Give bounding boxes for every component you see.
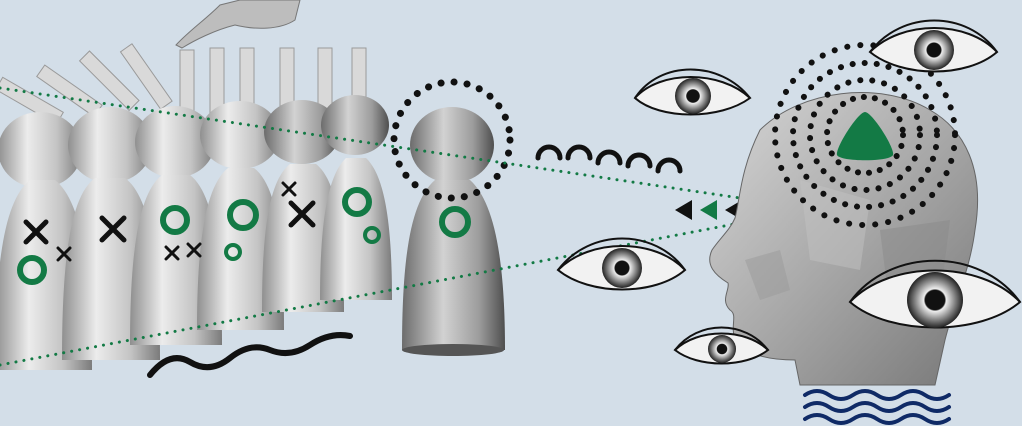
pointing-hand bbox=[175, 0, 301, 49]
circle-mark bbox=[363, 226, 381, 244]
eye-illustration bbox=[673, 326, 770, 365]
eye-illustration bbox=[868, 19, 999, 73]
eye-illustration bbox=[633, 68, 752, 116]
cross-mark bbox=[281, 181, 297, 197]
peg-figures-row bbox=[0, 95, 505, 370]
circle-mark bbox=[224, 243, 242, 261]
circle-mark bbox=[17, 255, 47, 285]
cross-mark bbox=[56, 246, 72, 262]
circle-mark bbox=[160, 205, 190, 235]
peg-figure-6 bbox=[320, 95, 392, 300]
green-triangle bbox=[836, 112, 894, 161]
peg-figure-highlighted bbox=[402, 107, 505, 356]
circle-mark bbox=[227, 199, 259, 231]
concentric-dotted-rings bbox=[772, 42, 958, 228]
navy-waves bbox=[803, 389, 951, 425]
cross-mark bbox=[99, 215, 127, 243]
cross-mark bbox=[23, 219, 49, 245]
cross-mark bbox=[164, 242, 202, 261]
cross-mark bbox=[288, 200, 316, 228]
eye-illustration bbox=[556, 237, 687, 291]
peg-marks bbox=[17, 181, 471, 285]
arch-row bbox=[535, 144, 683, 174]
eye-illustration bbox=[848, 259, 1022, 329]
circle-mark bbox=[342, 187, 372, 217]
dotted-halo bbox=[390, 78, 514, 202]
circle-mark bbox=[439, 206, 471, 238]
wave-line bbox=[147, 332, 353, 378]
